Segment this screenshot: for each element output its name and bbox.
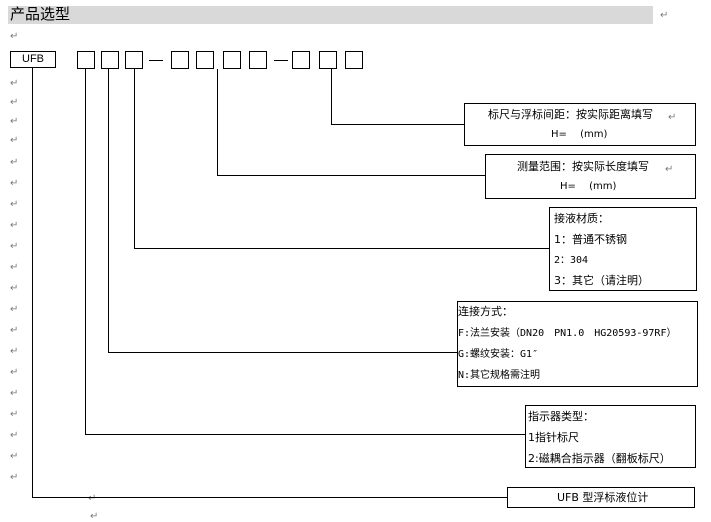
option-box-wetted-material: 接液材质： 1：普通不锈钢 2：304 3：其它（请注明） xyxy=(549,207,697,291)
code-slot-9 xyxy=(319,51,337,69)
code-slot-3 xyxy=(125,51,143,69)
paragraph-mark: ↵ xyxy=(10,472,19,483)
option-box-measure-range: 测量范围：按实际长度填写 ↵ H= (mm) xyxy=(485,154,696,199)
page-title: 产品选型 xyxy=(10,5,71,23)
paragraph-mark: ↵ xyxy=(10,31,19,42)
model-name: UFB 型浮标液位计 xyxy=(557,491,649,504)
option-label: 连接方式： xyxy=(458,305,513,318)
paragraph-mark: ↵ xyxy=(10,157,19,168)
paragraph-mark: ↵ xyxy=(88,493,97,504)
paragraph-mark: ↵ xyxy=(660,10,669,21)
code-slot-2 xyxy=(101,51,119,69)
paragraph-mark: ↵ xyxy=(10,97,19,108)
code-slot-1 xyxy=(77,51,95,69)
option-item: 1指针标尺 xyxy=(528,431,579,444)
option-item: 3：其它（请注明） xyxy=(554,274,649,287)
option-item: G:螺纹安装：G1″ xyxy=(458,349,539,360)
paragraph-mark: ↵ xyxy=(10,135,19,146)
connector-line xyxy=(134,69,135,249)
paragraph-mark: ↵ xyxy=(10,241,19,252)
connector-line xyxy=(85,69,86,435)
paragraph-mark: ↵ xyxy=(10,199,19,210)
option-label: 测量范围：按实际长度填写 xyxy=(517,160,649,173)
paragraph-mark: ↵ xyxy=(10,409,19,420)
paragraph-mark: ↵ xyxy=(665,164,674,175)
connector-line xyxy=(331,124,464,125)
option-item: N:其它规格需注明 xyxy=(458,370,541,381)
paragraph-mark: ↵ xyxy=(10,346,19,357)
model-name-box: UFB 型浮标液位计 xyxy=(507,487,695,508)
connector-line xyxy=(217,69,218,176)
option-box-indicator: 指示器类型： 1指针标尺 2:磁耦合指示器（翻板标尺） xyxy=(525,405,696,468)
connector-line xyxy=(331,69,332,125)
option-item: 2：304 xyxy=(554,255,589,266)
option-value: H= (mm) xyxy=(551,129,608,140)
paragraph-mark: ↵ xyxy=(90,511,99,522)
option-item: F:法兰安装（DN20 PN1.0 HG20593-97RF） xyxy=(458,328,677,339)
code-slot-7 xyxy=(249,51,267,69)
code-dash-1 xyxy=(149,60,163,61)
connector-line xyxy=(134,248,549,249)
connector-line xyxy=(108,352,457,353)
code-slot-6 xyxy=(223,51,241,69)
paragraph-mark: ↵ xyxy=(10,325,19,336)
connector-line xyxy=(32,497,507,498)
connector-line xyxy=(217,175,485,176)
code-slot-5 xyxy=(196,51,214,69)
title-highlight xyxy=(8,6,653,24)
paragraph-mark: ↵ xyxy=(10,283,19,294)
connector-line xyxy=(32,68,33,498)
option-item: 2:磁耦合指示器（翻板标尺） xyxy=(528,452,671,465)
paragraph-mark: ↵ xyxy=(10,430,19,441)
option-label: 指示器类型： xyxy=(528,410,594,423)
code-dash-2 xyxy=(274,60,288,61)
paragraph-mark: ↵ xyxy=(10,262,19,273)
code-slot-8 xyxy=(292,51,310,69)
connector-line xyxy=(108,69,109,353)
option-box-connection: 连接方式： F:法兰安装（DN20 PN1.0 HG20593-97RF） G:… xyxy=(457,301,698,387)
paragraph-mark: ↵ xyxy=(10,388,19,399)
connector-line xyxy=(85,434,525,435)
paragraph-mark: ↵ xyxy=(10,178,19,189)
option-label: 接液材质： xyxy=(554,212,609,225)
paragraph-mark: ↵ xyxy=(668,112,677,123)
option-value: H= (mm) xyxy=(560,181,617,192)
code-slot-4 xyxy=(171,51,189,69)
paragraph-mark: ↵ xyxy=(10,451,19,462)
option-box-float-distance: 标尺与浮标间距：按实际距离填写 ↵ H= (mm) xyxy=(464,103,696,146)
option-item: 1：普通不锈钢 xyxy=(554,233,627,246)
paragraph-mark: ↵ xyxy=(10,78,19,89)
paragraph-mark: ↵ xyxy=(10,116,19,127)
paragraph-mark: ↵ xyxy=(10,304,19,315)
model-code-prefix: UFB xyxy=(10,51,56,68)
code-slot-10 xyxy=(345,51,363,69)
paragraph-mark: ↵ xyxy=(10,220,19,231)
paragraph-mark: ↵ xyxy=(10,367,19,378)
option-label: 标尺与浮标间距：按实际距离填写 xyxy=(488,108,653,121)
